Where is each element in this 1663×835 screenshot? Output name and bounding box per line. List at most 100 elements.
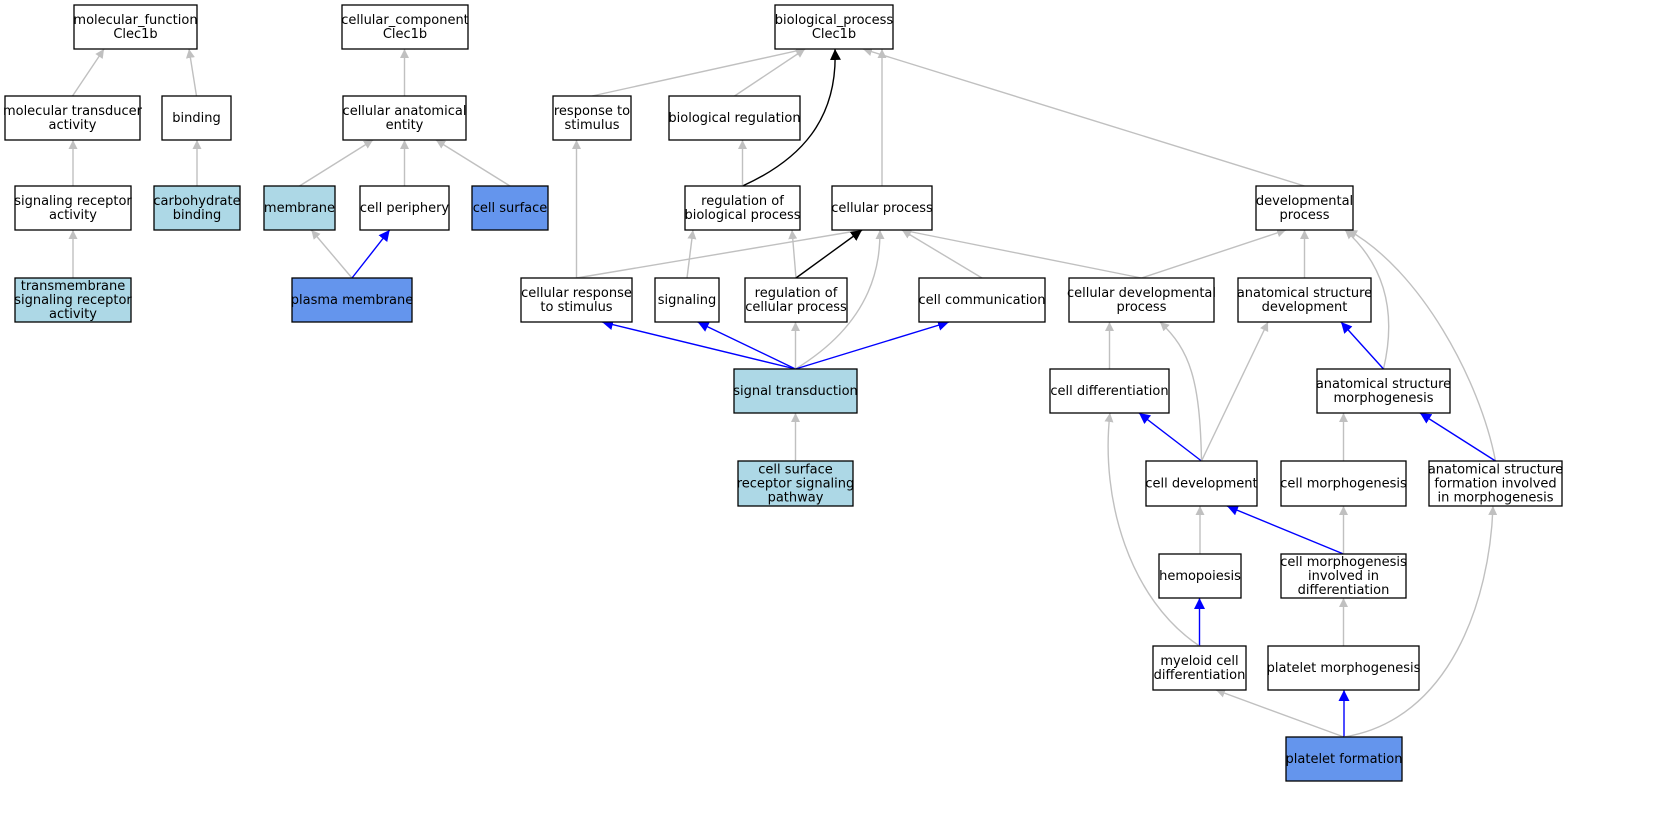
node-label-line: myeloid cell xyxy=(1160,654,1238,669)
edge-asfim-to-devp xyxy=(1347,229,1497,462)
node-cdev[interactable]: cell development xyxy=(1145,460,1258,507)
edge-cdev-to-cdiff xyxy=(1138,412,1202,462)
node-label-line: cell morphogenesis xyxy=(1280,477,1407,492)
edge-sig-to-rbp xyxy=(686,229,697,279)
node-pmemb[interactable]: plasma membrane xyxy=(291,277,414,323)
node-label-line: activity xyxy=(49,307,97,322)
node-memb[interactable]: membrane xyxy=(263,185,336,231)
node-box xyxy=(1285,736,1403,782)
edge-mta-to-mf xyxy=(71,48,105,97)
node-label-line: plasma membrane xyxy=(291,293,414,308)
node-breg[interactable]: biological regulation xyxy=(668,95,801,141)
node-box xyxy=(471,185,549,231)
edge-cdevp-to-devp xyxy=(1141,228,1287,279)
node-label-line: Clec1b xyxy=(812,27,856,42)
node-box xyxy=(14,277,132,323)
edge-bind-to-mf xyxy=(185,48,198,97)
node-label-line: regulation of xyxy=(755,286,838,301)
node-label-line: entity xyxy=(386,118,424,133)
node-label-line: cellular process xyxy=(745,300,847,315)
edge-pform-to-asfim xyxy=(1343,505,1498,738)
edge-pmemb-to-cperi xyxy=(351,229,391,279)
node-label-line: cell development xyxy=(1145,477,1257,492)
edge-cdev-to-asdev xyxy=(1200,321,1269,462)
edge-rcp-to-cproc xyxy=(795,229,863,279)
edge-pform-to-mcd xyxy=(1215,688,1345,738)
node-box xyxy=(831,185,933,231)
node-box xyxy=(1280,553,1407,599)
edge-sigtr-to-cproc xyxy=(795,229,885,370)
node-pform[interactable]: platelet formation xyxy=(1285,736,1403,782)
node-label-line: cell surface xyxy=(473,201,548,216)
node-box xyxy=(1068,277,1215,323)
node-box xyxy=(291,277,413,323)
edge-asmorph-to-devp xyxy=(1344,229,1390,370)
node-label-line: to stimulus xyxy=(540,300,612,315)
node-label-line: involved in xyxy=(1308,569,1379,584)
node-label-line: molecular transducer xyxy=(3,104,143,119)
node-bind[interactable]: binding xyxy=(161,95,232,141)
node-label-line: differentiation xyxy=(1298,583,1390,598)
node-label-line: signaling xyxy=(658,293,717,308)
node-label-line: biological regulation xyxy=(668,111,800,126)
node-label-line: cellular response xyxy=(521,286,632,301)
node-cperi[interactable]: cell periphery xyxy=(359,185,450,231)
node-sig[interactable]: signaling xyxy=(654,277,720,323)
edge-cmid-to-cdev xyxy=(1226,505,1344,555)
node-label-line: pathway xyxy=(768,491,824,506)
node-ccomm[interactable]: cell communication xyxy=(918,277,1046,323)
node-label-line: activity xyxy=(49,208,97,223)
node-label-line: biological_process xyxy=(775,13,894,28)
node-cmorph[interactable]: cell morphogenesis xyxy=(1280,460,1407,507)
node-cproc[interactable]: cellular process xyxy=(831,185,933,231)
node-label-line: cell periphery xyxy=(360,201,450,216)
edge-rts-to-bp xyxy=(591,46,806,97)
node-box xyxy=(263,185,336,231)
node-box xyxy=(342,95,467,141)
node-label-line: developmental xyxy=(1256,194,1353,209)
node-box xyxy=(1145,460,1258,507)
edge-cdev-to-cdevp xyxy=(1159,321,1203,462)
node-box xyxy=(1316,368,1451,414)
node-box xyxy=(684,185,801,231)
edge-memb-to-cae xyxy=(299,139,374,187)
node-box xyxy=(359,185,450,231)
node-pmorph[interactable]: platelet morphogenesis xyxy=(1267,645,1421,691)
node-label-line: carbohydrate xyxy=(153,194,240,209)
node-box xyxy=(918,277,1046,323)
node-cdiff[interactable]: cell differentiation xyxy=(1049,368,1170,414)
node-box xyxy=(1267,645,1420,691)
node-label-line: cell communication xyxy=(918,293,1045,308)
edge-rbp-to-bp xyxy=(742,48,841,187)
node-label-line: membrane xyxy=(264,201,335,216)
node-box xyxy=(1152,645,1247,691)
node-hemo[interactable]: hemopoiesis xyxy=(1158,553,1242,599)
node-box xyxy=(668,95,801,141)
node-sigtr[interactable]: signal transduction xyxy=(733,368,858,414)
node-label-line: development xyxy=(1262,300,1348,315)
node-csurf[interactable]: cell surface xyxy=(471,185,549,231)
node-label-line: receptor signaling xyxy=(737,477,855,492)
node-label-line: hemopoiesis xyxy=(1159,569,1241,584)
